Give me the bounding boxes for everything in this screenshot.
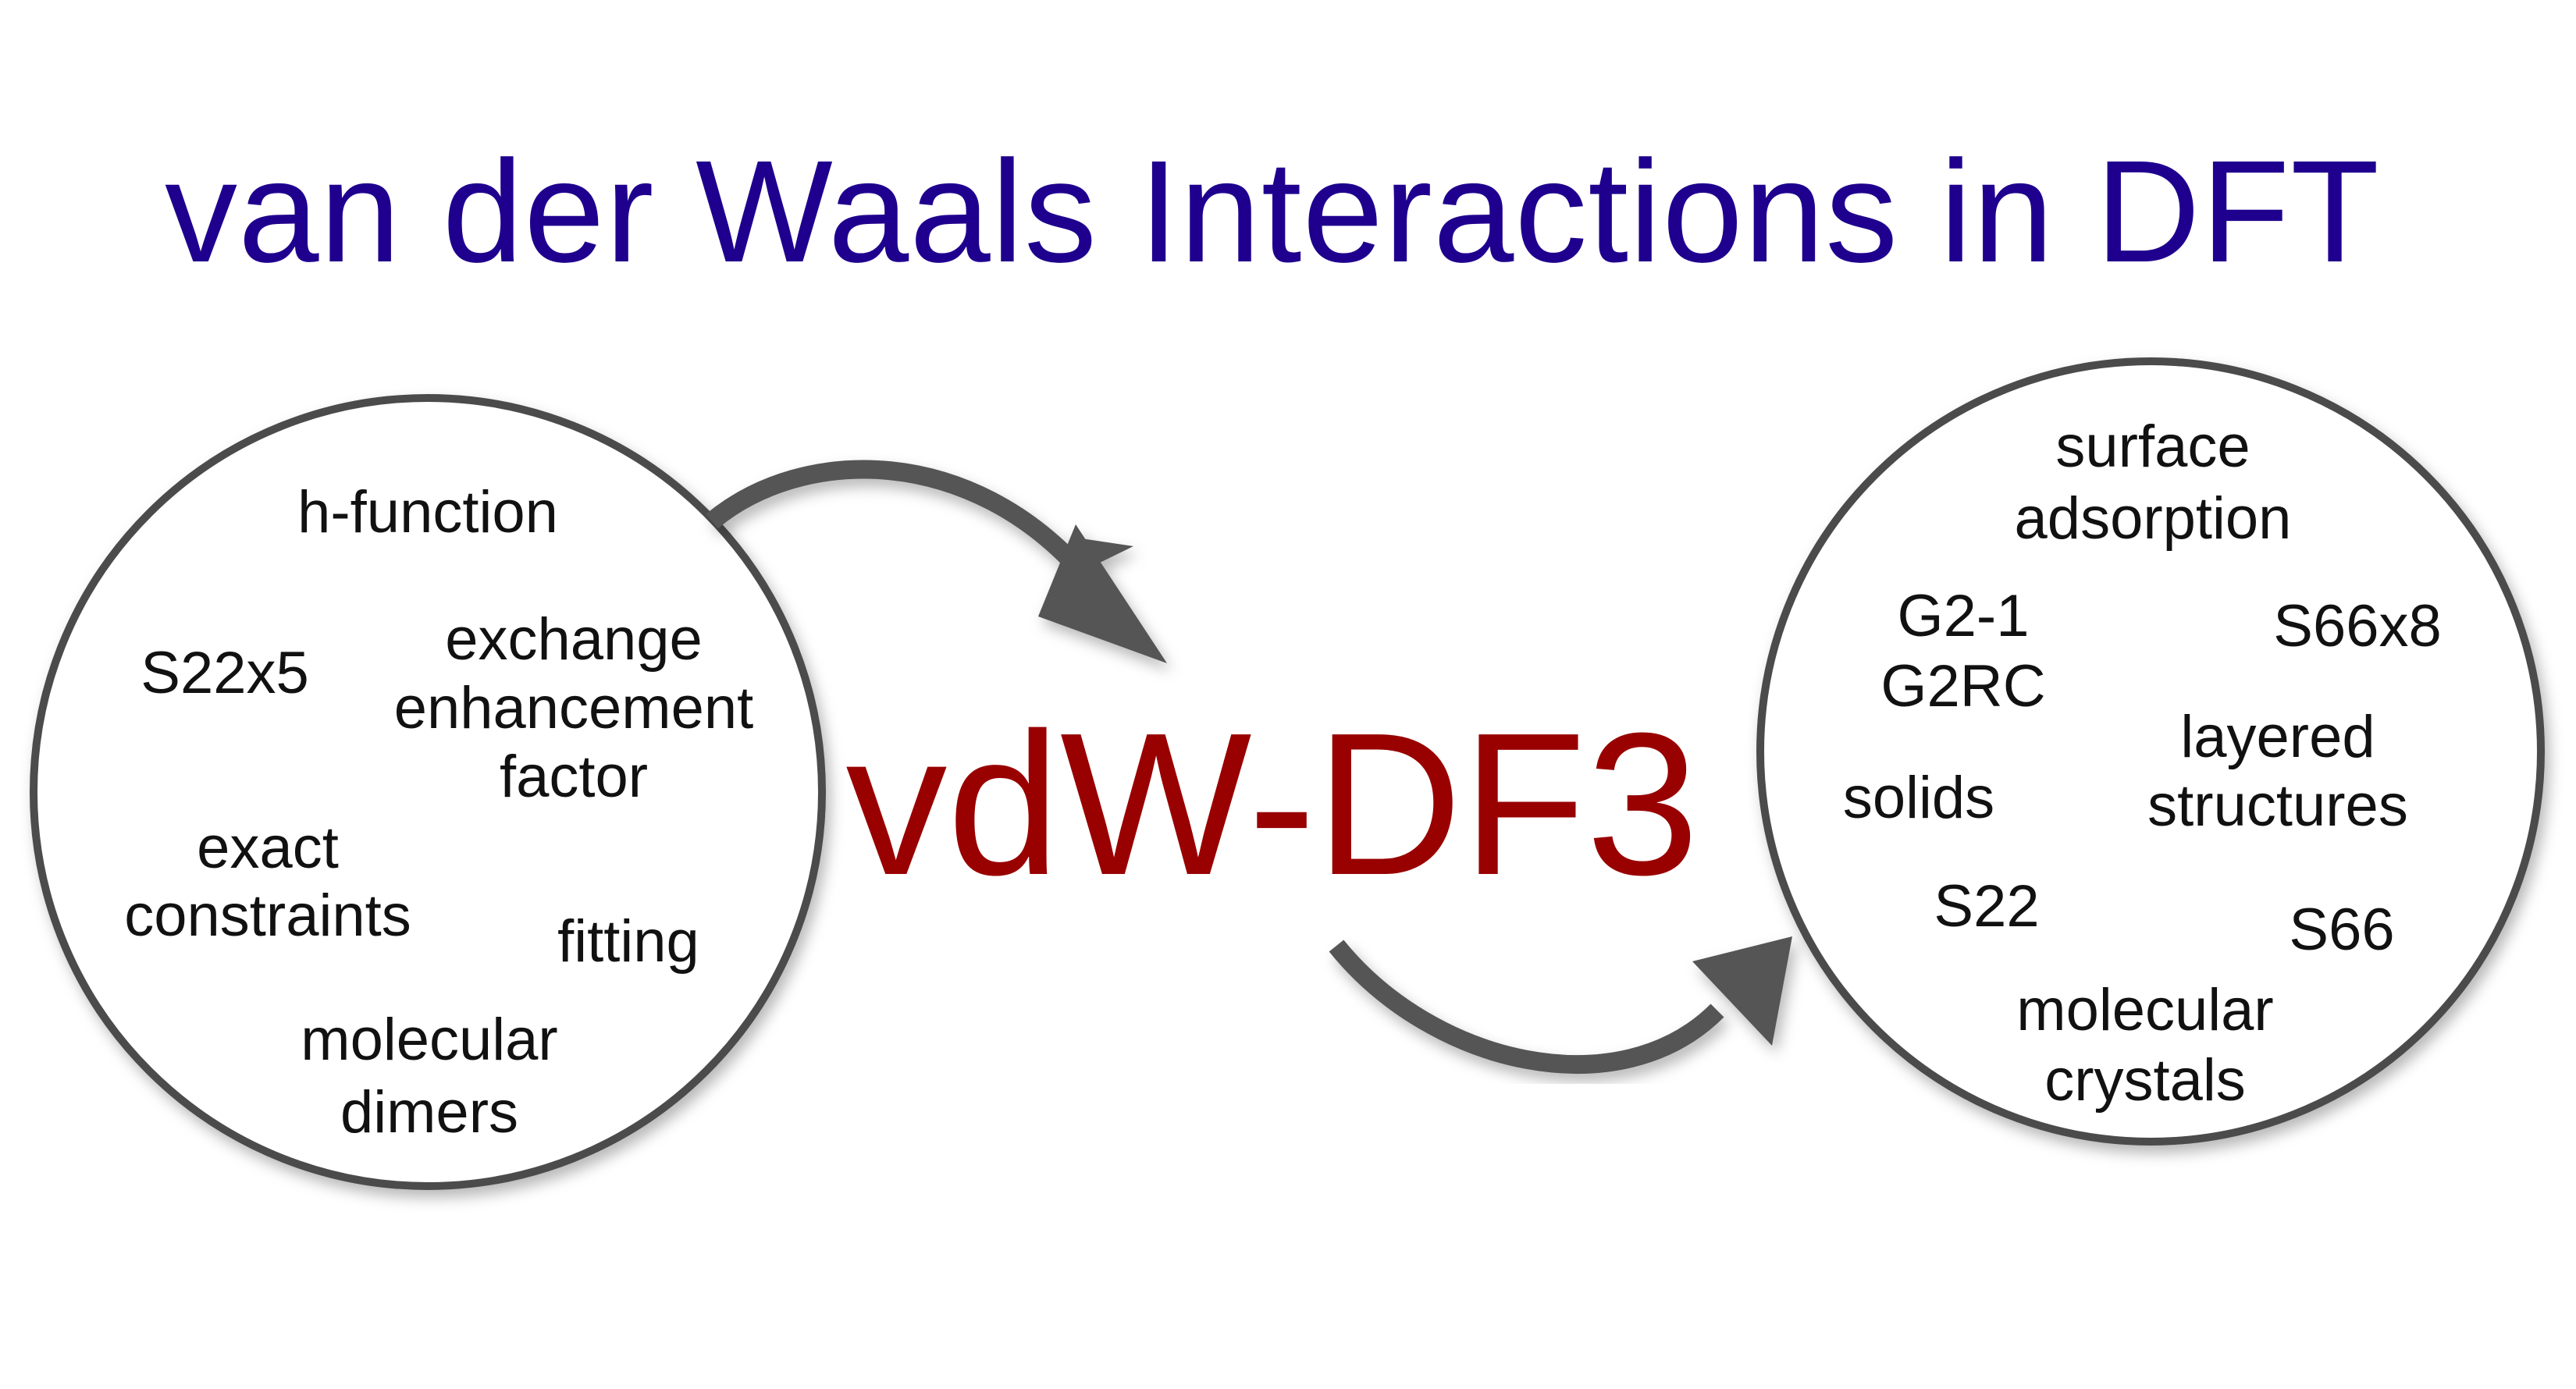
right-item-s22: S22 <box>1934 873 2039 940</box>
right-item-structures: structures <box>2147 773 2408 839</box>
left-item-factor: factor <box>500 744 648 810</box>
right-item-s66: S66 <box>2289 897 2394 963</box>
left-item-enhancement: enhancement <box>394 675 754 741</box>
right-item-crystals: crystals <box>2044 1047 2246 1114</box>
right-item-adsorption: adsorption <box>2015 485 2292 552</box>
right-item-solids: solids <box>1843 765 1994 831</box>
left-item-fitting: fitting <box>557 908 699 975</box>
right-item-s66x8: S66x8 <box>2273 593 2442 659</box>
right-item-layered: layered <box>2180 704 2375 770</box>
left-concept-circle: h-function S22x5 exchange enhancement fa… <box>30 394 826 1190</box>
right-item-g2rc: G2RC <box>1880 653 2045 719</box>
left-item-exact: exact <box>197 815 339 881</box>
curved-arrow-icon <box>706 460 1167 663</box>
right-item-molecular: molecular <box>2016 977 2273 1043</box>
left-item-s22x5: S22x5 <box>141 640 309 706</box>
left-item-h-function: h-function <box>297 479 558 545</box>
left-item-molecular: molecular <box>301 1007 557 1073</box>
left-item-exchange: exchange <box>445 606 703 673</box>
left-item-dimers: dimers <box>340 1079 518 1146</box>
right-application-circle: surface adsorption G2-1 G2RC S66x8 layer… <box>1756 357 2545 1146</box>
page-title: van der Waals Interactions in DFT <box>165 131 2380 293</box>
center-method-label: vdW-DF3 <box>845 691 1699 918</box>
curved-arrow-icon <box>1329 936 1792 1074</box>
left-item-constraints: constraints <box>124 883 411 949</box>
right-item-g2-1: G2-1 <box>1898 583 2030 649</box>
right-item-surface: surface <box>2055 414 2250 480</box>
